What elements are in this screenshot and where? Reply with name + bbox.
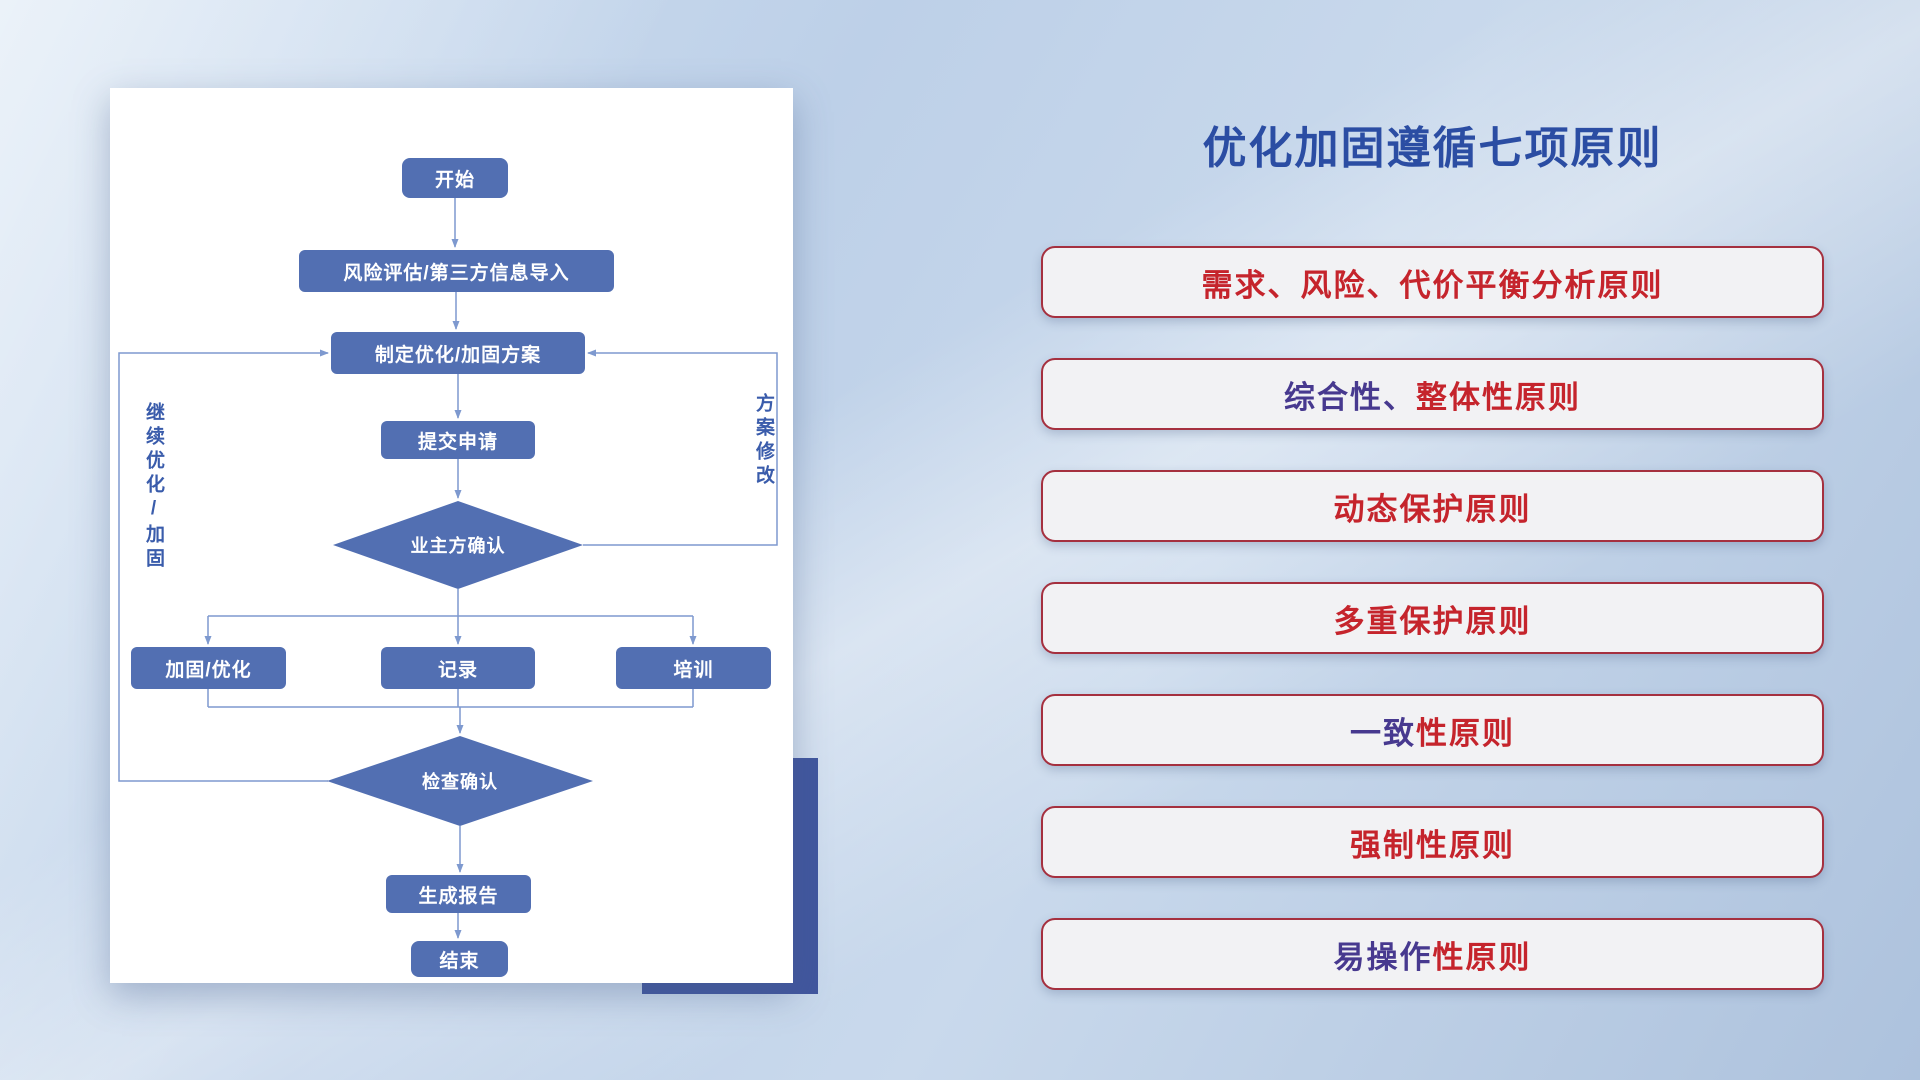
- flow-node-training: 培训: [616, 647, 771, 689]
- principle-card: 易操作性原则: [1041, 918, 1824, 990]
- loop-label-plan-revise: 方案修改: [753, 393, 774, 489]
- principle-text-segment: 需求、风险、代价平衡分析原则: [1201, 267, 1664, 303]
- flow-node-end: 结束: [411, 941, 508, 977]
- principle-text-segment: 易操作: [1333, 939, 1433, 975]
- flow-node-reinforce: 加固/优化: [131, 647, 286, 689]
- flow-node-report: 生成报告: [386, 875, 531, 913]
- flow-node-start: 开始: [402, 158, 508, 198]
- principle-text-segment: 性原则: [1432, 939, 1532, 975]
- principle-card: 强制性原则: [1041, 806, 1824, 878]
- flow-node-check-confirm: 检查确认: [327, 736, 593, 826]
- principle-text-segment: 整体性原则: [1416, 379, 1581, 415]
- flow-node-owner-confirm: 业主方确认: [333, 501, 583, 589]
- principle-card: 动态保护原则: [1041, 470, 1824, 542]
- flow-node-label: 业主方确认: [410, 536, 506, 556]
- flow-node-record: 记录: [381, 647, 535, 689]
- flow-node-risk-import: 风险评估/第三方信息导入: [299, 250, 614, 292]
- principle-text-segment: 动态保护原则: [1333, 491, 1532, 527]
- principle-text-segment: 多重保护原则: [1333, 603, 1532, 639]
- loop-label-continue-optimize: 继续优化/加固: [143, 402, 164, 572]
- flow-node-label: 检查确认: [422, 772, 498, 792]
- principle-text-segment: 强制性原则: [1350, 827, 1515, 863]
- principle-card: 综合性、整体性原则: [1041, 358, 1824, 430]
- flow-node-make-plan: 制定优化/加固方案: [331, 332, 585, 374]
- principle-card: 需求、风险、代价平衡分析原则: [1041, 246, 1824, 318]
- principle-card: 一致性原则: [1041, 694, 1824, 766]
- principle-text-segment: 综合性、: [1284, 379, 1416, 415]
- principles-list: 需求、风险、代价平衡分析原则综合性、整体性原则动态保护原则多重保护原则一致性原则…: [1041, 246, 1824, 1030]
- flow-connectors: [118, 198, 778, 939]
- flowchart-card: 开始 风险评估/第三方信息导入 制定优化/加固方案 提交申请 业主方确认 加固/…: [110, 88, 793, 983]
- principle-text-segment: 一致: [1350, 715, 1416, 751]
- principle-text-segment: 性原则: [1416, 715, 1515, 751]
- flow-node-submit: 提交申请: [381, 421, 535, 459]
- principle-card: 多重保护原则: [1041, 582, 1824, 654]
- panel-title: 优化加固遵循七项原则: [1202, 124, 1663, 173]
